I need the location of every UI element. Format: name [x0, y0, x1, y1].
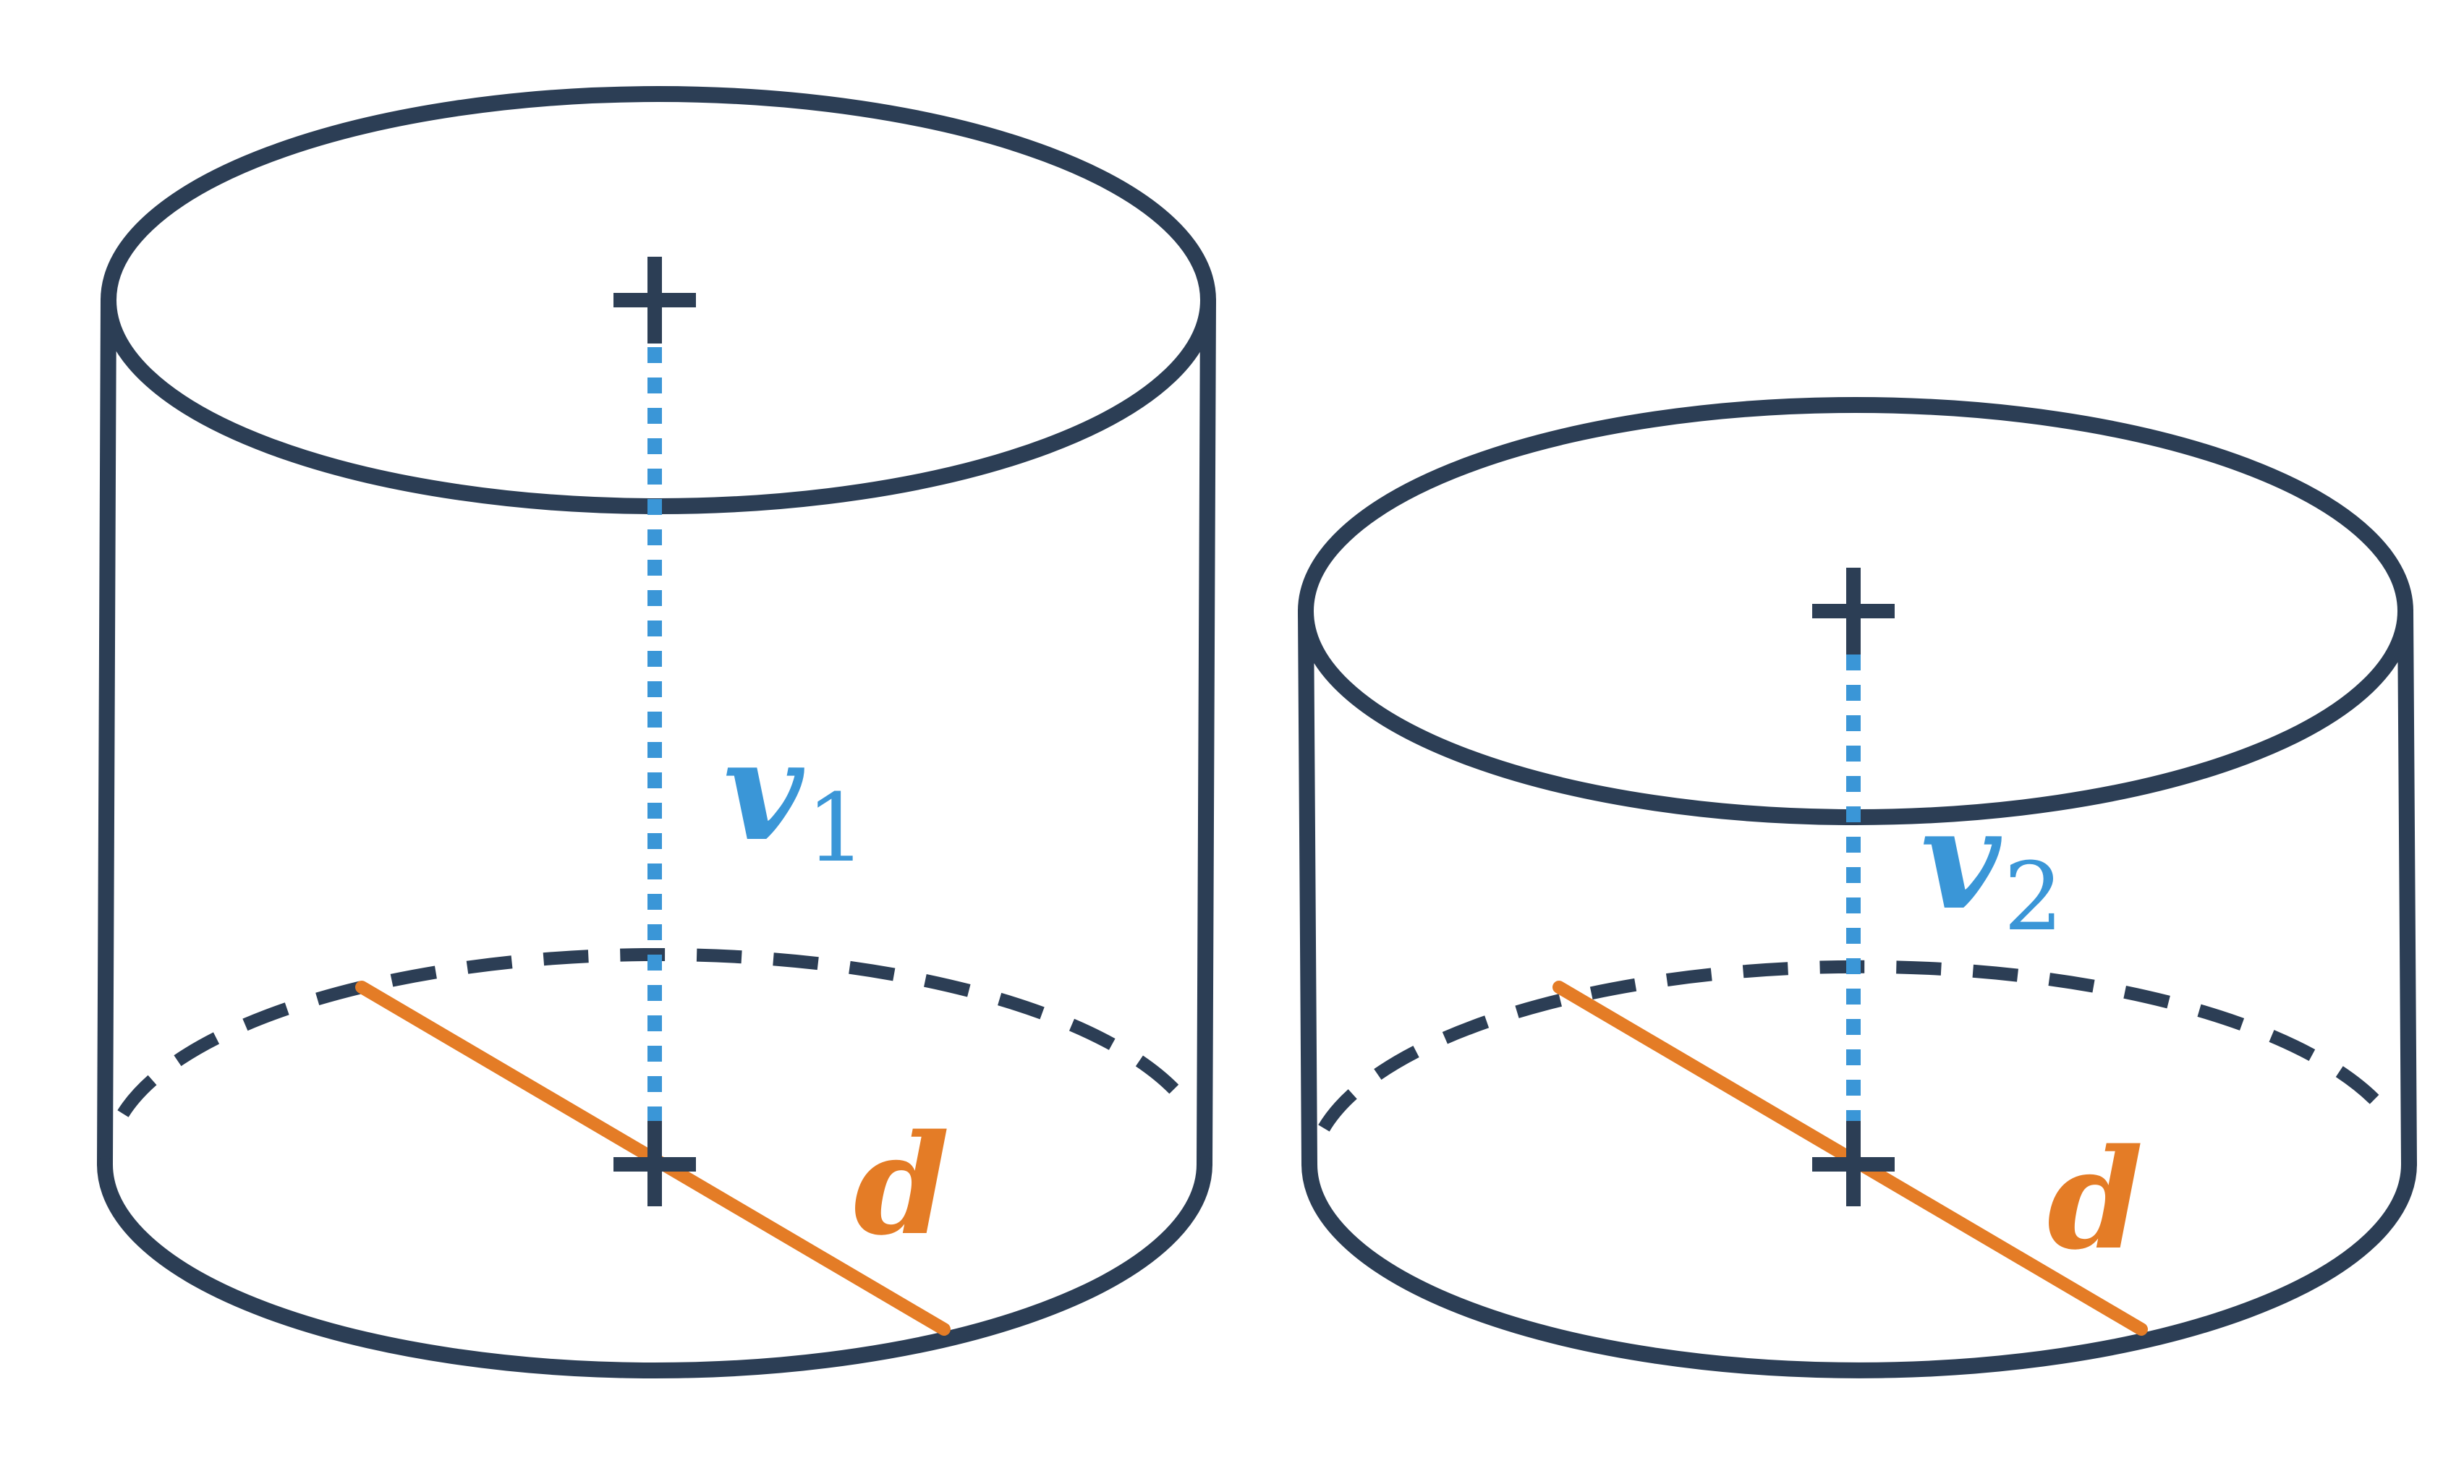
cylinder-1-right-side: [1197, 292, 1216, 1172]
cylinder-1-bottom-hidden-edge: [117, 947, 1199, 1117]
cylinder-1-bottom-front-edge: [97, 1156, 1212, 1378]
cylinder-2-right-side: [2397, 603, 2417, 1172]
cylinder-2-bottom-hidden-edge: [1318, 960, 2393, 1132]
cylinder-2-top-center-mark: [1812, 568, 1895, 654]
cylinder-1: v 1 d: [97, 86, 1216, 1378]
cylinder-1-diameter-label: d: [854, 1104, 950, 1266]
cylinder-2-diameter-label: d: [2047, 1119, 2144, 1280]
cylinder-1-bottom-center-mark: [613, 1121, 696, 1206]
cylinder-2-bottom-front-edge: [1301, 1156, 2417, 1378]
cylinder-1-top-center-mark: [613, 257, 696, 344]
cylinder-1-left-side: [97, 292, 116, 1172]
cylinder-2: v 2 d: [1298, 397, 2417, 1378]
cylinder-2-bottom-center-mark: [1812, 1121, 1895, 1206]
cylinder-1-height-label: v 1: [723, 710, 866, 883]
cylinder-2-left-side: [1298, 603, 1317, 1172]
cylinder-2-height-label: v 2: [1921, 779, 2063, 952]
